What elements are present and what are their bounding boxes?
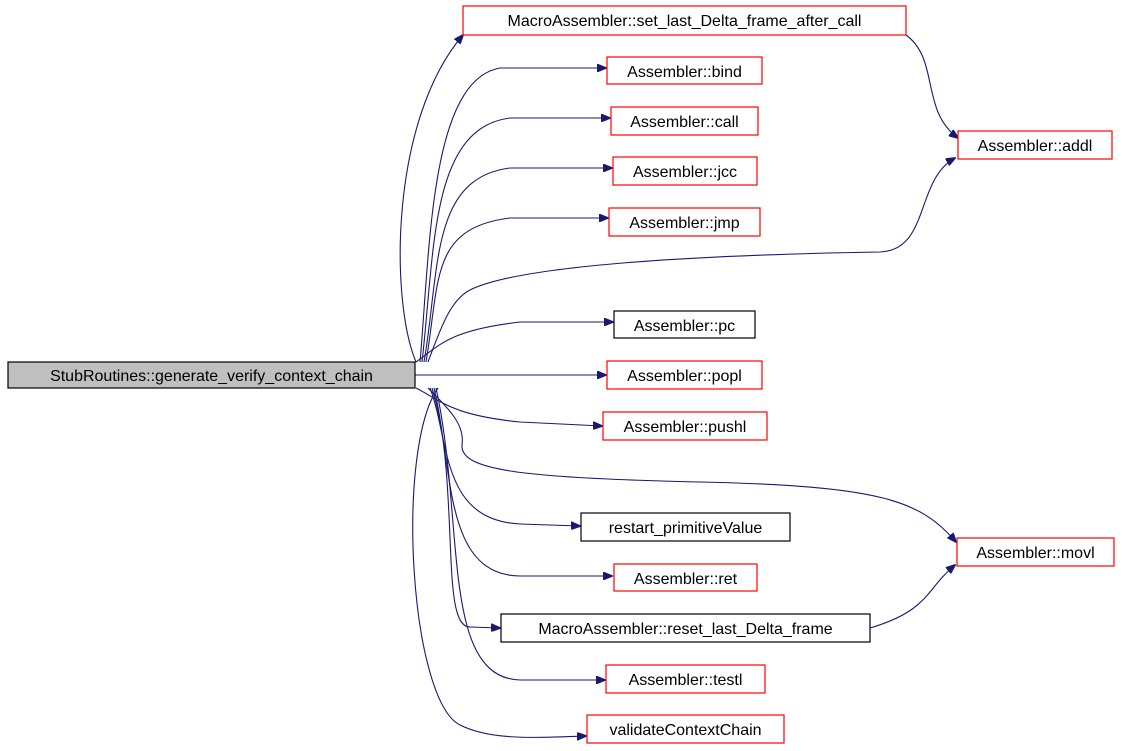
- node-pc-label: Assembler::pc: [634, 318, 735, 335]
- edges: [399, 34, 958, 737]
- node-call-label: Assembler::call: [630, 114, 738, 131]
- root-node-label: StubRoutines::generate_verify_context_ch…: [50, 368, 373, 385]
- edge-set-last-delta-to-addl: [905, 34, 958, 138]
- node-jcc-label: Assembler::jcc: [633, 164, 737, 181]
- edge-root-to-bind: [419, 68, 606, 363]
- node-set-last-delta-frame[interactable]: MacroAssembler::set_last_Delta_frame_aft…: [462, 5, 907, 36]
- node-jmp[interactable]: Assembler::jmp: [608, 207, 761, 237]
- node-testl[interactable]: Assembler::testl: [605, 664, 766, 694]
- edge-root-to-jmp: [425, 218, 608, 363]
- edge-root-to-addl: [427, 158, 955, 363]
- edge-root-to-jcc: [423, 168, 612, 363]
- node-call[interactable]: Assembler::call: [610, 106, 759, 136]
- node-restart-primitive-value-label: restart_primitiveValue: [609, 520, 763, 537]
- node-reset-last-delta-frame-label: MacroAssembler::reset_last_Delta_frame: [538, 621, 832, 638]
- edge-root-to-pushl: [415, 387, 602, 426]
- node-pushl-label: Assembler::pushl: [624, 419, 747, 436]
- node-popl[interactable]: Assembler::popl: [606, 360, 763, 390]
- edge-root-to-validate: [412, 387, 586, 737]
- edge-root-to-set-last-delta: [399, 35, 463, 363]
- node-addl-label: Assembler::addl: [978, 138, 1093, 155]
- node-testl-label: Assembler::testl: [629, 672, 743, 689]
- edge-root-to-reset-last-delta: [433, 387, 500, 628]
- node-pushl[interactable]: Assembler::pushl: [602, 411, 768, 441]
- node-set-last-delta-frame-label: MacroAssembler::set_last_Delta_frame_aft…: [508, 13, 862, 30]
- node-bind-label: Assembler::bind: [627, 64, 742, 81]
- edge-root-to-movl: [427, 387, 956, 542]
- edge-root-to-ret: [431, 387, 612, 576]
- node-ret[interactable]: Assembler::ret: [613, 563, 758, 592]
- node-pc[interactable]: Assembler::pc: [613, 310, 756, 339]
- edge-root-to-call: [421, 118, 610, 363]
- node-validate-context-chain[interactable]: validateContextChain: [586, 714, 785, 744]
- edge-root-to-pc: [415, 322, 613, 363]
- node-bind[interactable]: Assembler::bind: [606, 56, 763, 85]
- edge-root-to-testl: [435, 387, 605, 680]
- node-validate-context-chain-label: validateContextChain: [609, 722, 761, 739]
- edge-reset-last-delta-to-movl: [869, 565, 955, 629]
- node-jmp-label: Assembler::jmp: [629, 215, 739, 232]
- node-popl-label: Assembler::popl: [627, 368, 742, 385]
- node-addl[interactable]: Assembler::addl: [957, 130, 1113, 160]
- node-movl-label: Assembler::movl: [976, 545, 1094, 562]
- node-jcc[interactable]: Assembler::jcc: [612, 156, 758, 186]
- edge-root-to-restart: [429, 387, 580, 526]
- node-ret-label: Assembler::ret: [634, 571, 738, 588]
- node-movl[interactable]: Assembler::movl: [956, 537, 1115, 567]
- node-reset-last-delta-frame[interactable]: MacroAssembler::reset_last_Delta_frame: [500, 613, 871, 643]
- root-node[interactable]: StubRoutines::generate_verify_context_ch…: [7, 361, 416, 389]
- node-restart-primitive-value[interactable]: restart_primitiveValue: [580, 512, 791, 542]
